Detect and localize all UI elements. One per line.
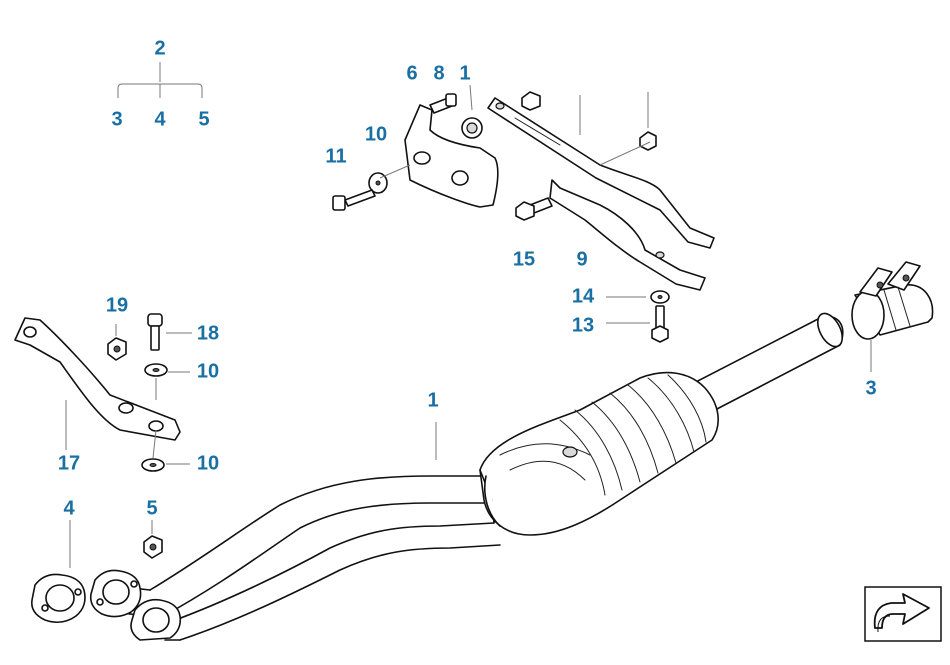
bolt-11	[332, 189, 376, 211]
callout-9: 9	[576, 248, 587, 270]
callout-5-nut: 5	[146, 497, 157, 519]
callout-10-lower: 10	[197, 452, 219, 474]
exhaust-flange-right	[130, 598, 182, 641]
catalytic-converter	[479, 312, 844, 536]
exhaust-flange-middle	[89, 569, 142, 618]
washer-10	[368, 172, 388, 194]
curved-arrow-icon[interactable]	[864, 586, 942, 642]
mounting-plate-bracket	[404, 104, 499, 208]
callout-15: 15	[513, 248, 535, 270]
group-bracket-2	[117, 62, 203, 98]
nut-5-lower	[143, 535, 163, 559]
callout-3-group: 3	[111, 108, 122, 130]
nut-top-strap	[521, 91, 541, 111]
front-exhaust-pipe	[104, 475, 501, 641]
callout-1-converter: 1	[427, 389, 438, 411]
nut-right-strap	[639, 131, 657, 151]
bolt-13	[651, 305, 669, 343]
callout-6: 6	[406, 62, 417, 84]
callout-13: 13	[572, 314, 594, 336]
callout-3-clamp: 3	[865, 377, 876, 399]
bolt-18	[147, 313, 163, 351]
callout-19: 19	[106, 294, 128, 316]
callout-11: 11	[325, 145, 346, 167]
support-bracket-17	[14, 317, 181, 441]
callout-10-upper: 10	[197, 360, 219, 382]
nut-19	[107, 337, 127, 361]
hanger-strap-upper	[487, 97, 715, 249]
hanger-strap-lower	[549, 179, 706, 291]
washer-14	[650, 290, 670, 304]
washer-10-upper	[144, 363, 168, 377]
callout-4-flange: 4	[63, 497, 75, 519]
callout-2: 2	[154, 37, 165, 59]
bolt-15	[515, 197, 553, 221]
rubber-mount-1	[461, 117, 483, 139]
exhaust-flange-left	[30, 573, 86, 624]
pipe-clamp	[851, 261, 934, 340]
bolt-8	[429, 93, 457, 114]
callout-1-bracket: 1	[459, 62, 470, 84]
callout-17: 17	[58, 452, 80, 474]
callout-5-group: 5	[198, 108, 209, 130]
callout-4-group: 4	[154, 108, 166, 130]
washer-10-lower	[141, 458, 165, 472]
callout-18: 18	[197, 322, 219, 344]
callout-14: 14	[572, 285, 595, 307]
callout-10-bracket: 10	[365, 123, 387, 145]
callout-8: 8	[433, 62, 444, 84]
